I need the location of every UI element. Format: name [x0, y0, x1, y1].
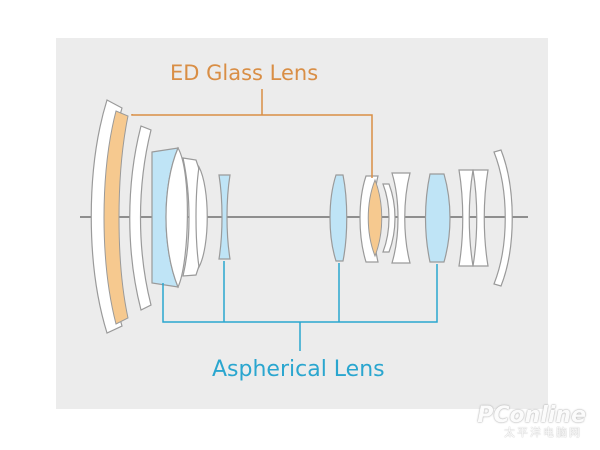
rear-meniscus-lens: [493, 149, 513, 287]
aspherical-callout-line: [162, 264, 438, 323]
ed-glass-lens-1: [103, 110, 129, 325]
group4-lens-a: [382, 183, 396, 253]
aspherical-lens-2: [218, 174, 231, 260]
aspherical-lens-3: [329, 174, 348, 262]
rear-lens-a: [458, 169, 474, 267]
ed-glass-label: ED Glass Lens: [170, 61, 319, 85]
group2-lens-c: [195, 165, 208, 269]
group2-lens-a: [165, 146, 189, 289]
ed-glass-lens-2: [367, 178, 383, 258]
aspherical-lens-4: [424, 173, 451, 263]
watermark-logo: PConline: [477, 403, 586, 428]
group4-lens-b: [391, 172, 411, 264]
aspherical-label: Aspherical Lens: [212, 357, 385, 382]
rear-lens-b: [472, 169, 489, 267]
watermark-subtitle: 太平洋电脑网: [504, 426, 582, 439]
front-meniscus-lens: [129, 125, 152, 311]
ed-glass-callout-line: [131, 114, 373, 178]
